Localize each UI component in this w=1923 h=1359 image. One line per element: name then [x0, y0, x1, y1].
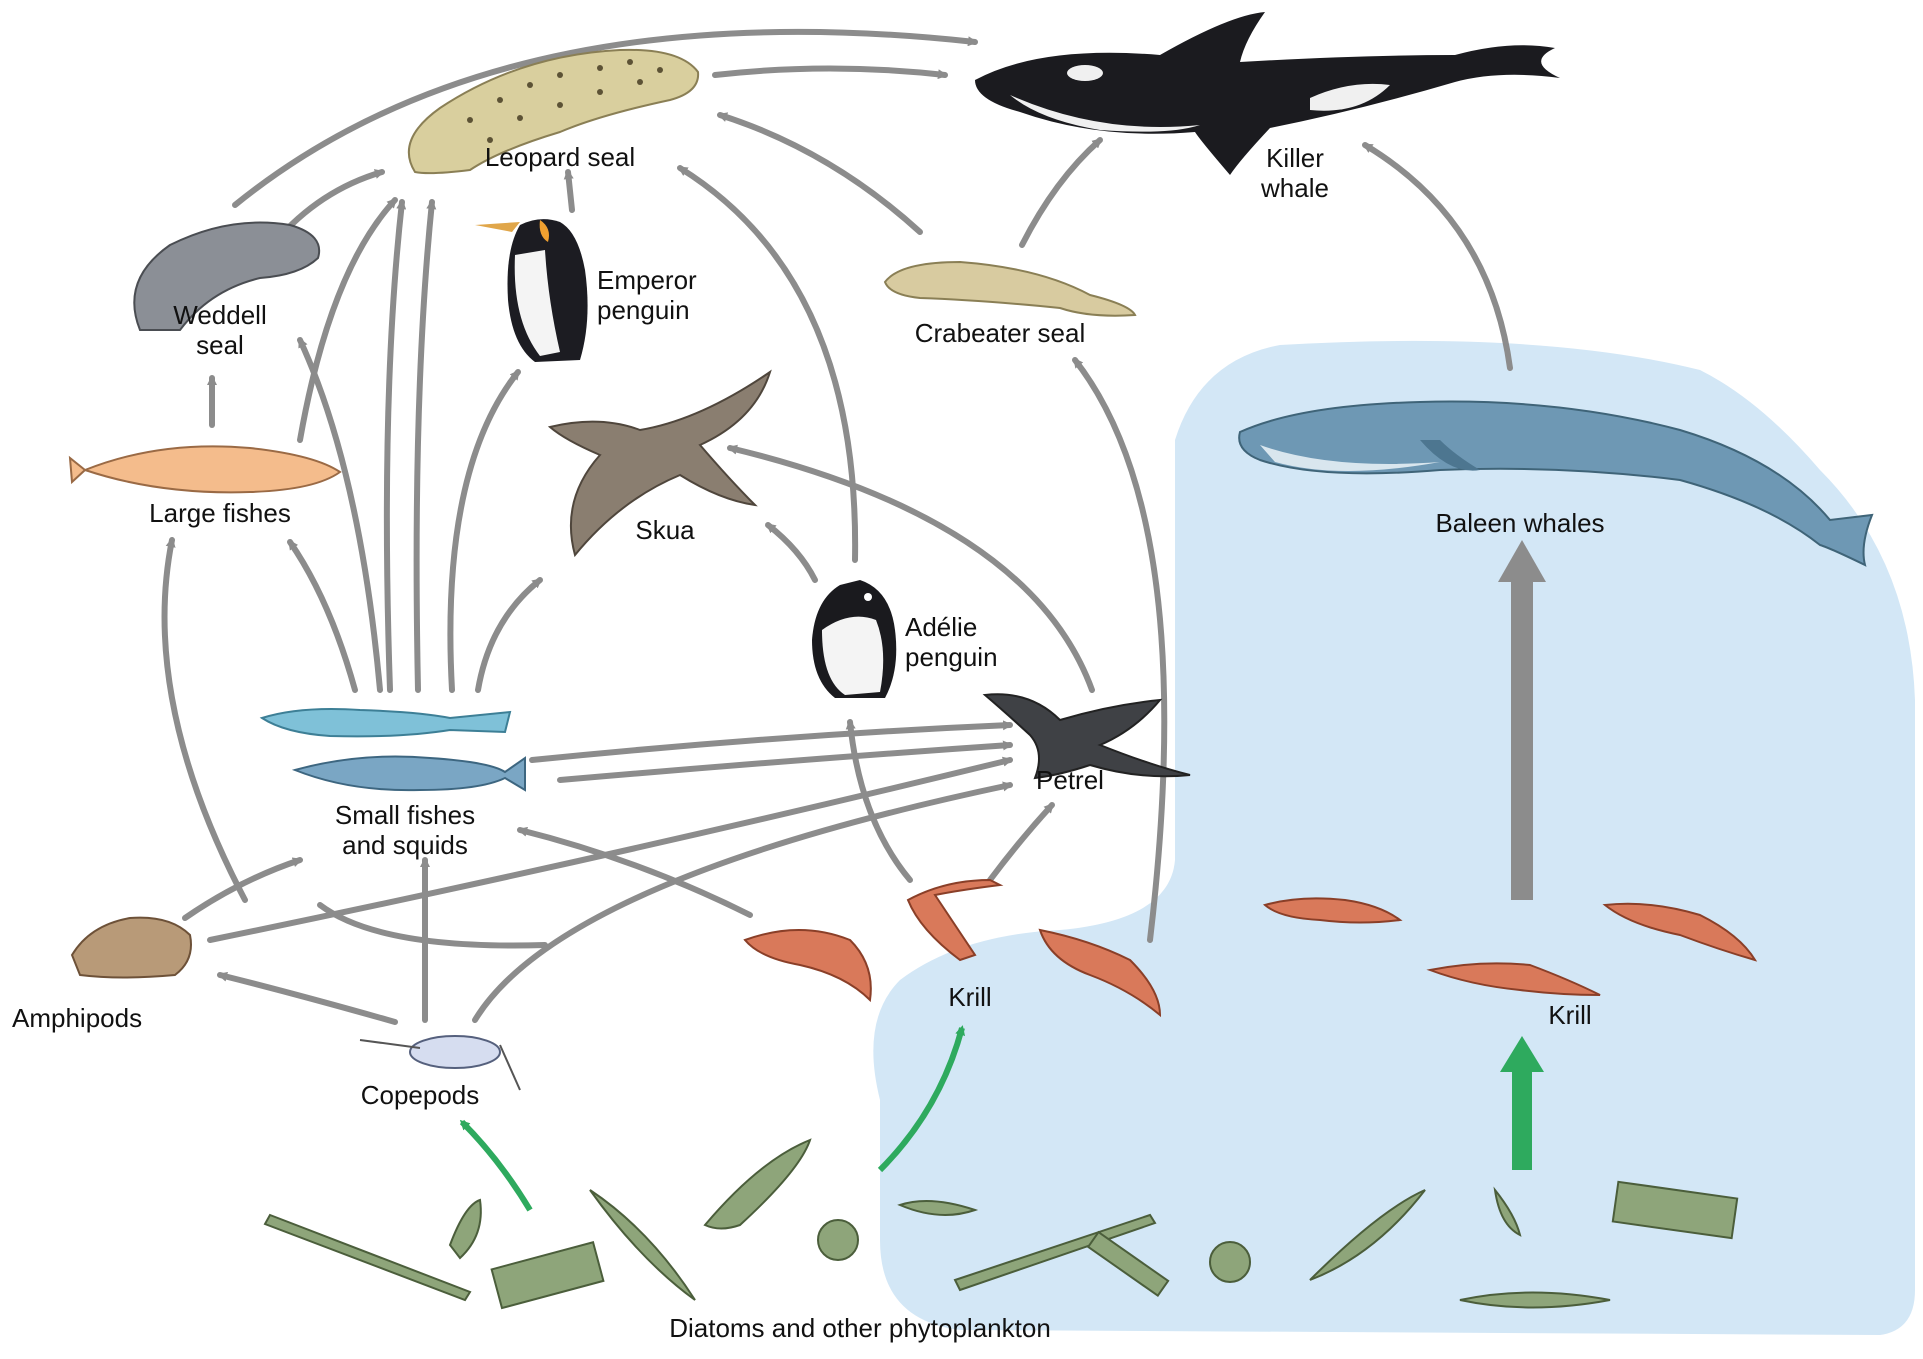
krill-1	[745, 930, 871, 1000]
arrow-squids-to-emperor	[450, 372, 518, 690]
adelie-penguin-illustration	[812, 580, 896, 698]
arrow-krill-to-crabeater	[1075, 360, 1164, 940]
arrow-leopard-to-killer	[715, 69, 945, 76]
arrow-adelie-to-leopard	[680, 168, 855, 560]
label-killer-whale: Killer whale	[1240, 143, 1350, 203]
emperor-penguin-illustration	[475, 219, 588, 362]
diatom-chain-1	[265, 1215, 470, 1300]
diatom-spindle-1	[590, 1190, 695, 1300]
diatom-disc-2	[1210, 1242, 1250, 1282]
arrow-krill-to-adelie	[850, 722, 910, 880]
label-crabeater-seal: Crabeater seal	[880, 318, 1120, 348]
arrow-emperor-to-leopard	[568, 172, 572, 210]
label-amphipods: Amphipods	[12, 1003, 192, 1033]
arrow-krill-to-petrel	[990, 805, 1052, 880]
arrow-squids-to-leopard-2	[417, 202, 432, 690]
diatom-oval-1	[450, 1200, 481, 1258]
squid-illustration	[262, 709, 510, 736]
arrow-phyto-to-copepods	[462, 1122, 530, 1210]
label-emperor-penguin: Emperor penguin	[597, 265, 737, 325]
arrow-large-fishes-to-leopard	[300, 200, 395, 440]
arrow-adelie-to-skua	[768, 525, 815, 580]
label-krill-left: Krill	[930, 982, 1010, 1012]
diatom-rect-1	[492, 1242, 604, 1308]
label-baleen-whales: Baleen whales	[1420, 508, 1620, 538]
label-phytoplankton: Diatoms and other phytoplankton	[560, 1313, 1160, 1343]
arrow-crabeater-to-leopard	[720, 115, 920, 232]
arrow-copepods-to-amphipods	[220, 975, 395, 1022]
arrow-squids-to-petrel-1	[532, 725, 1010, 760]
arrow-squids-to-skua	[478, 580, 540, 690]
label-skua: Skua	[620, 515, 710, 545]
label-large-fishes: Large fishes	[120, 498, 320, 528]
label-krill-right: Krill	[1530, 1000, 1610, 1030]
label-petrel: Petrel	[1015, 765, 1125, 795]
label-adelie-penguin: Adélie penguin	[905, 612, 1055, 672]
small-fish-illustration	[295, 757, 525, 791]
arrow-amphipods-to-large-fishes	[165, 540, 245, 900]
arrow-krill-to-squids	[520, 830, 750, 915]
arrow-squids-to-large-fishes	[290, 542, 355, 690]
label-small-fishes-squids: Small fishes and squids	[305, 800, 505, 860]
crabeater-seal-illustration	[885, 262, 1135, 316]
diatom-rod-1	[705, 1140, 810, 1229]
label-copepods: Copepods	[335, 1080, 505, 1110]
large-fish-illustration	[70, 446, 340, 492]
label-leopard-seal: Leopard seal	[455, 142, 665, 172]
amphipod-illustration	[72, 918, 191, 978]
label-weddell-seal: Weddell seal	[165, 300, 275, 360]
arrow-baleen-to-killer	[1365, 145, 1510, 368]
arrow-crabeater-to-killer	[1022, 140, 1100, 245]
diatom-disc-1	[818, 1220, 858, 1260]
arrow-squids-to-leopard-1	[387, 202, 402, 690]
